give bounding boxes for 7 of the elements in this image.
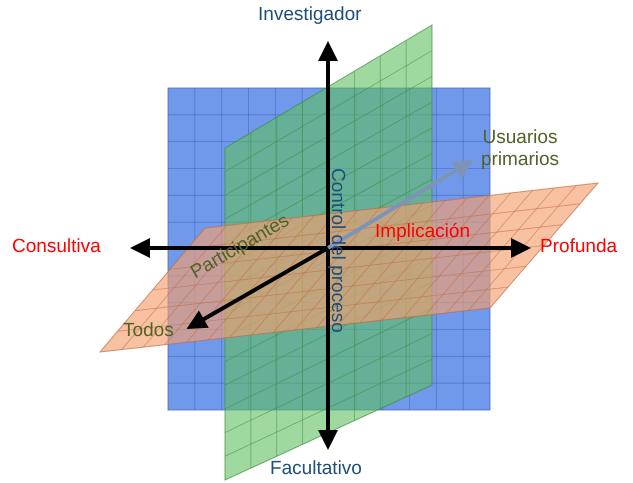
axis-label: Profunda <box>540 236 618 258</box>
axis-label: Facultativo <box>270 458 362 480</box>
axis-label: Consultiva <box>12 236 101 258</box>
axis-label: Investigador <box>258 4 362 26</box>
axis-label: Control del proceso <box>326 168 348 333</box>
axis-label: Implicación <box>375 221 470 243</box>
axis-label: Todos <box>123 320 174 342</box>
